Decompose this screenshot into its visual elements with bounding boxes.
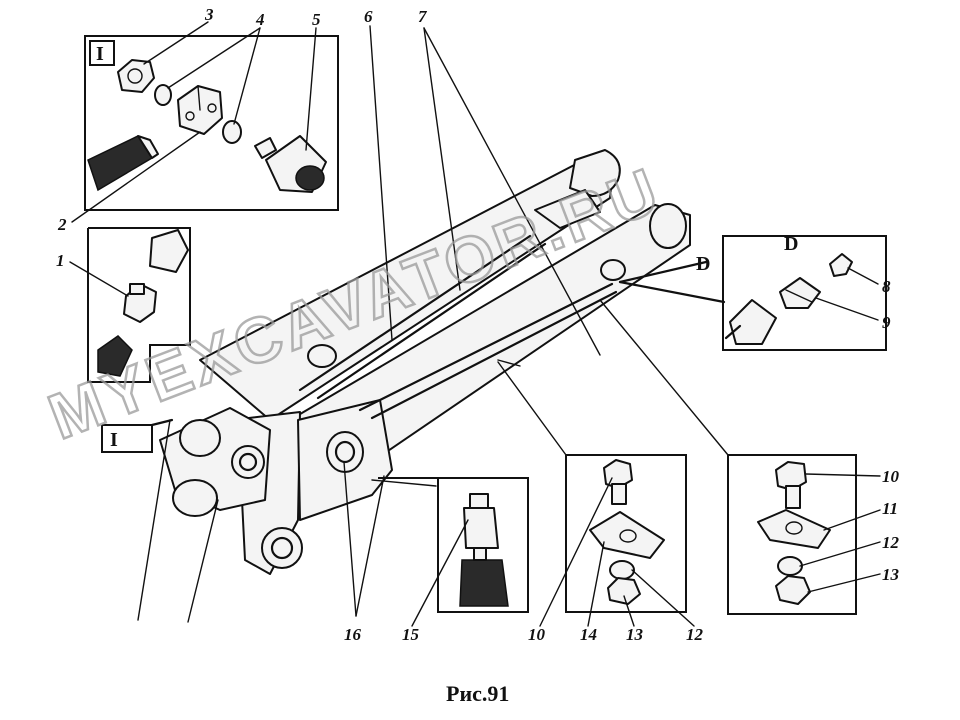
callout-14: 14 bbox=[580, 625, 597, 644]
pipe-connector bbox=[724, 299, 777, 345]
block-body bbox=[177, 85, 223, 135]
callout-8: 8 bbox=[882, 277, 891, 296]
washer-part-4 bbox=[154, 84, 172, 106]
nut-part-13-right bbox=[775, 575, 811, 605]
callout-12-bottom: 12 bbox=[686, 625, 704, 644]
view-marker-i bbox=[89, 40, 115, 66]
callout-13-bottom: 13 bbox=[626, 625, 644, 644]
callout-labels: 3 4 5 6 7 2 1 8 9 10 11 12 13 10 14 13 1… bbox=[56, 5, 900, 644]
callout-11: 11 bbox=[882, 499, 898, 518]
view-label-i: I bbox=[96, 43, 104, 65]
callout-1: 1 bbox=[56, 251, 65, 270]
fitting-part-5 bbox=[254, 135, 327, 193]
boom-assembly bbox=[159, 149, 691, 575]
callout-2: 2 bbox=[57, 215, 67, 234]
washer-part-12 bbox=[609, 560, 635, 580]
fitting-part-1-top bbox=[149, 229, 189, 273]
callout-16: 16 bbox=[344, 625, 362, 644]
callout-7: 7 bbox=[418, 7, 428, 26]
callout-15: 15 bbox=[402, 625, 420, 644]
view-label-d-arrow: D bbox=[696, 253, 710, 275]
view-label-d: D bbox=[784, 233, 798, 255]
callout-4: 4 bbox=[255, 10, 265, 29]
inset-box-1 bbox=[87, 227, 191, 383]
callout-10-right: 10 bbox=[882, 467, 900, 486]
fitting-part-8 bbox=[829, 253, 853, 277]
bolt-part-10 bbox=[603, 459, 633, 505]
callout-3: 3 bbox=[204, 5, 214, 24]
fitting-part-9 bbox=[779, 277, 821, 309]
nut-part-13 bbox=[607, 577, 641, 605]
callout-9: 9 bbox=[882, 313, 891, 332]
fitting-part-15 bbox=[459, 493, 509, 607]
fitting-part-1 bbox=[123, 283, 157, 323]
nut-part-3 bbox=[117, 59, 155, 93]
inset-box-i bbox=[84, 35, 339, 211]
callout-12-right: 12 bbox=[882, 533, 900, 552]
figure-caption: Рис.91 bbox=[446, 681, 509, 706]
washer-part-12-right bbox=[777, 556, 803, 576]
sensor-part-2 bbox=[87, 135, 159, 192]
inset-box-10-right bbox=[727, 454, 857, 615]
leader-lines bbox=[69, 21, 881, 627]
callout-10-bottom: 10 bbox=[528, 625, 546, 644]
plate-part-14 bbox=[589, 511, 665, 559]
inset-box-15 bbox=[378, 477, 529, 613]
washer-part-4-b bbox=[222, 120, 242, 144]
callout-13-right: 13 bbox=[882, 565, 900, 584]
hydraulic-lines bbox=[298, 234, 618, 420]
callout-5: 5 bbox=[312, 10, 321, 29]
inset-box-d bbox=[722, 235, 887, 351]
fitting-part-1-bottom bbox=[97, 335, 133, 377]
view-marker-i-side bbox=[101, 424, 153, 453]
bolt-part-10-right bbox=[775, 461, 807, 509]
inset-box-10 bbox=[565, 454, 687, 613]
plate-part-11 bbox=[757, 509, 831, 549]
view-label-i-side: I bbox=[110, 429, 118, 451]
view-arrow-line bbox=[150, 418, 174, 427]
callout-6: 6 bbox=[364, 7, 373, 26]
